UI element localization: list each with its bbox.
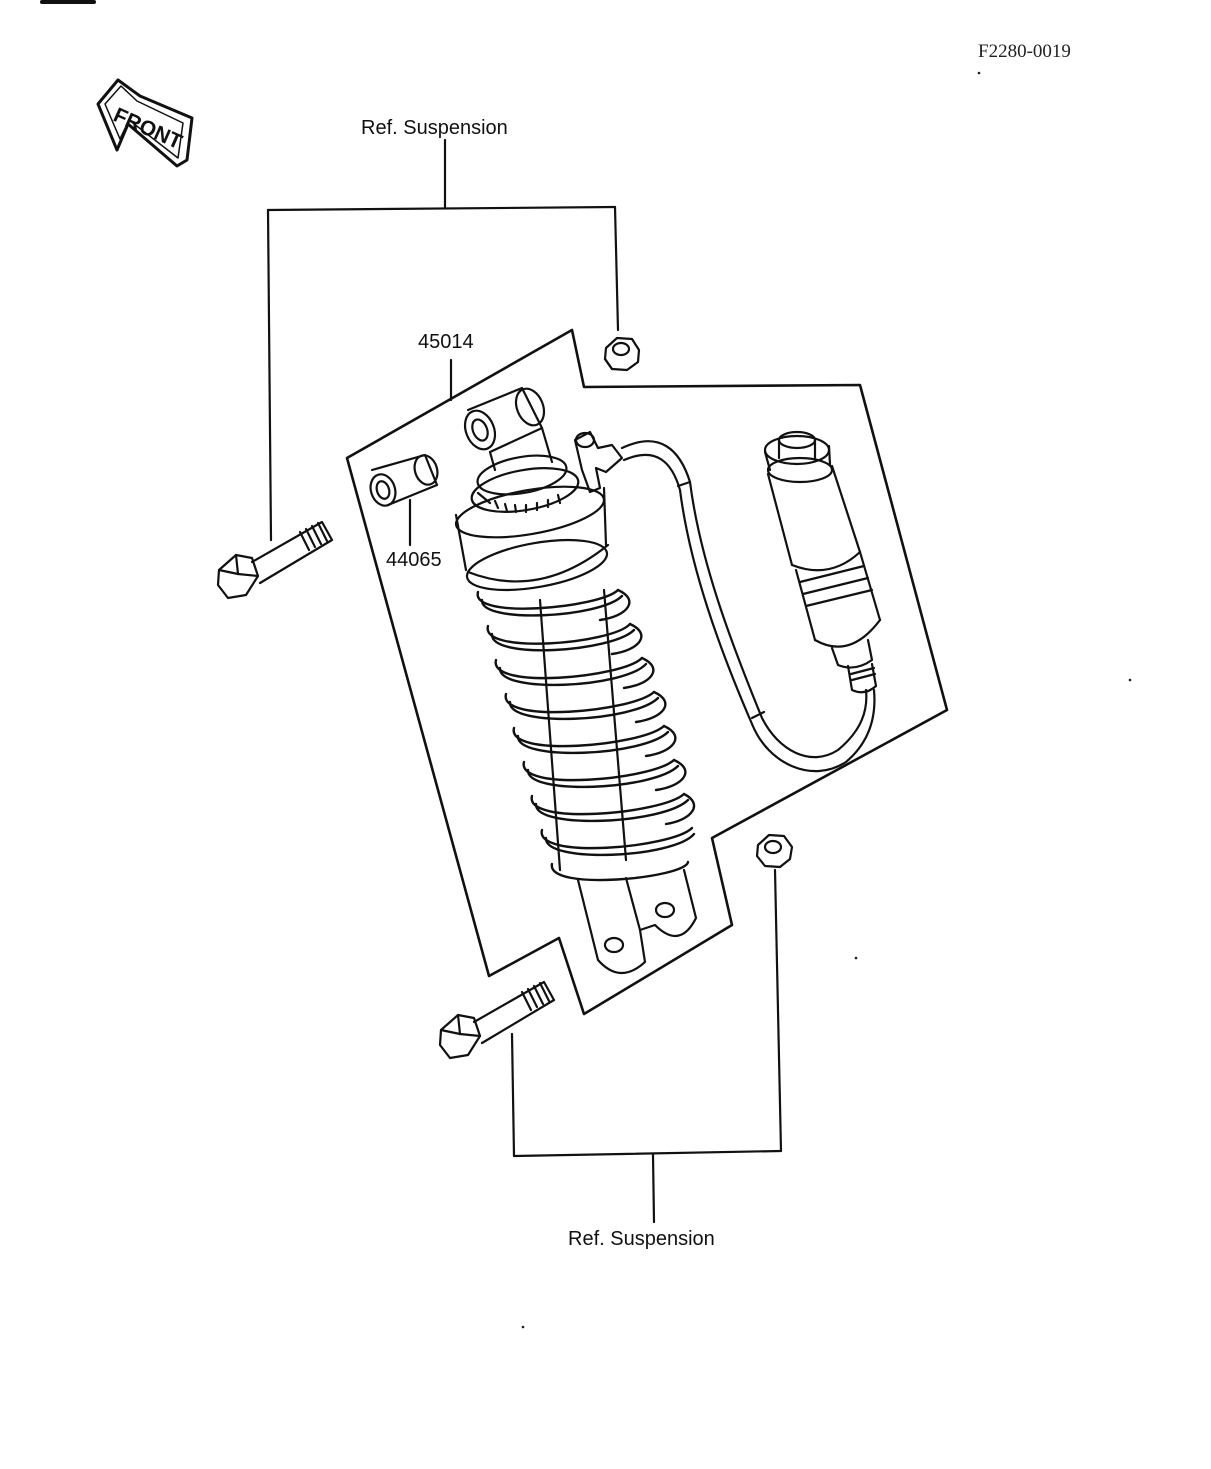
shock-absorber-icon	[454, 386, 876, 975]
front-arrow-icon: FRONT	[96, 78, 194, 168]
scan-dot	[977, 71, 981, 75]
scan-dot	[1128, 678, 1132, 682]
spring-coils	[476, 588, 696, 882]
nut-bottom-icon	[755, 833, 794, 869]
nut-top-icon	[603, 336, 641, 372]
part-number-44065: 44065	[386, 549, 442, 571]
assembly-panel	[345, 328, 949, 1016]
part-number-45014: 45014	[418, 331, 474, 353]
collar-icon	[369, 453, 439, 507]
scan-dot	[521, 1325, 525, 1329]
ref-suspension-top-label: Ref. Suspension	[361, 117, 508, 139]
ref-leader-bottom	[510, 868, 783, 1224]
remote-reservoir-icon	[763, 430, 882, 694]
ref-suspension-bottom-label: Ref. Suspension	[568, 1228, 715, 1250]
ref-leader-top	[266, 138, 620, 542]
bolt-top-icon	[216, 520, 334, 600]
scan-dot	[854, 956, 858, 960]
diagram-code: F2280-0019	[978, 41, 1071, 62]
bolt-bottom-icon	[438, 980, 556, 1060]
